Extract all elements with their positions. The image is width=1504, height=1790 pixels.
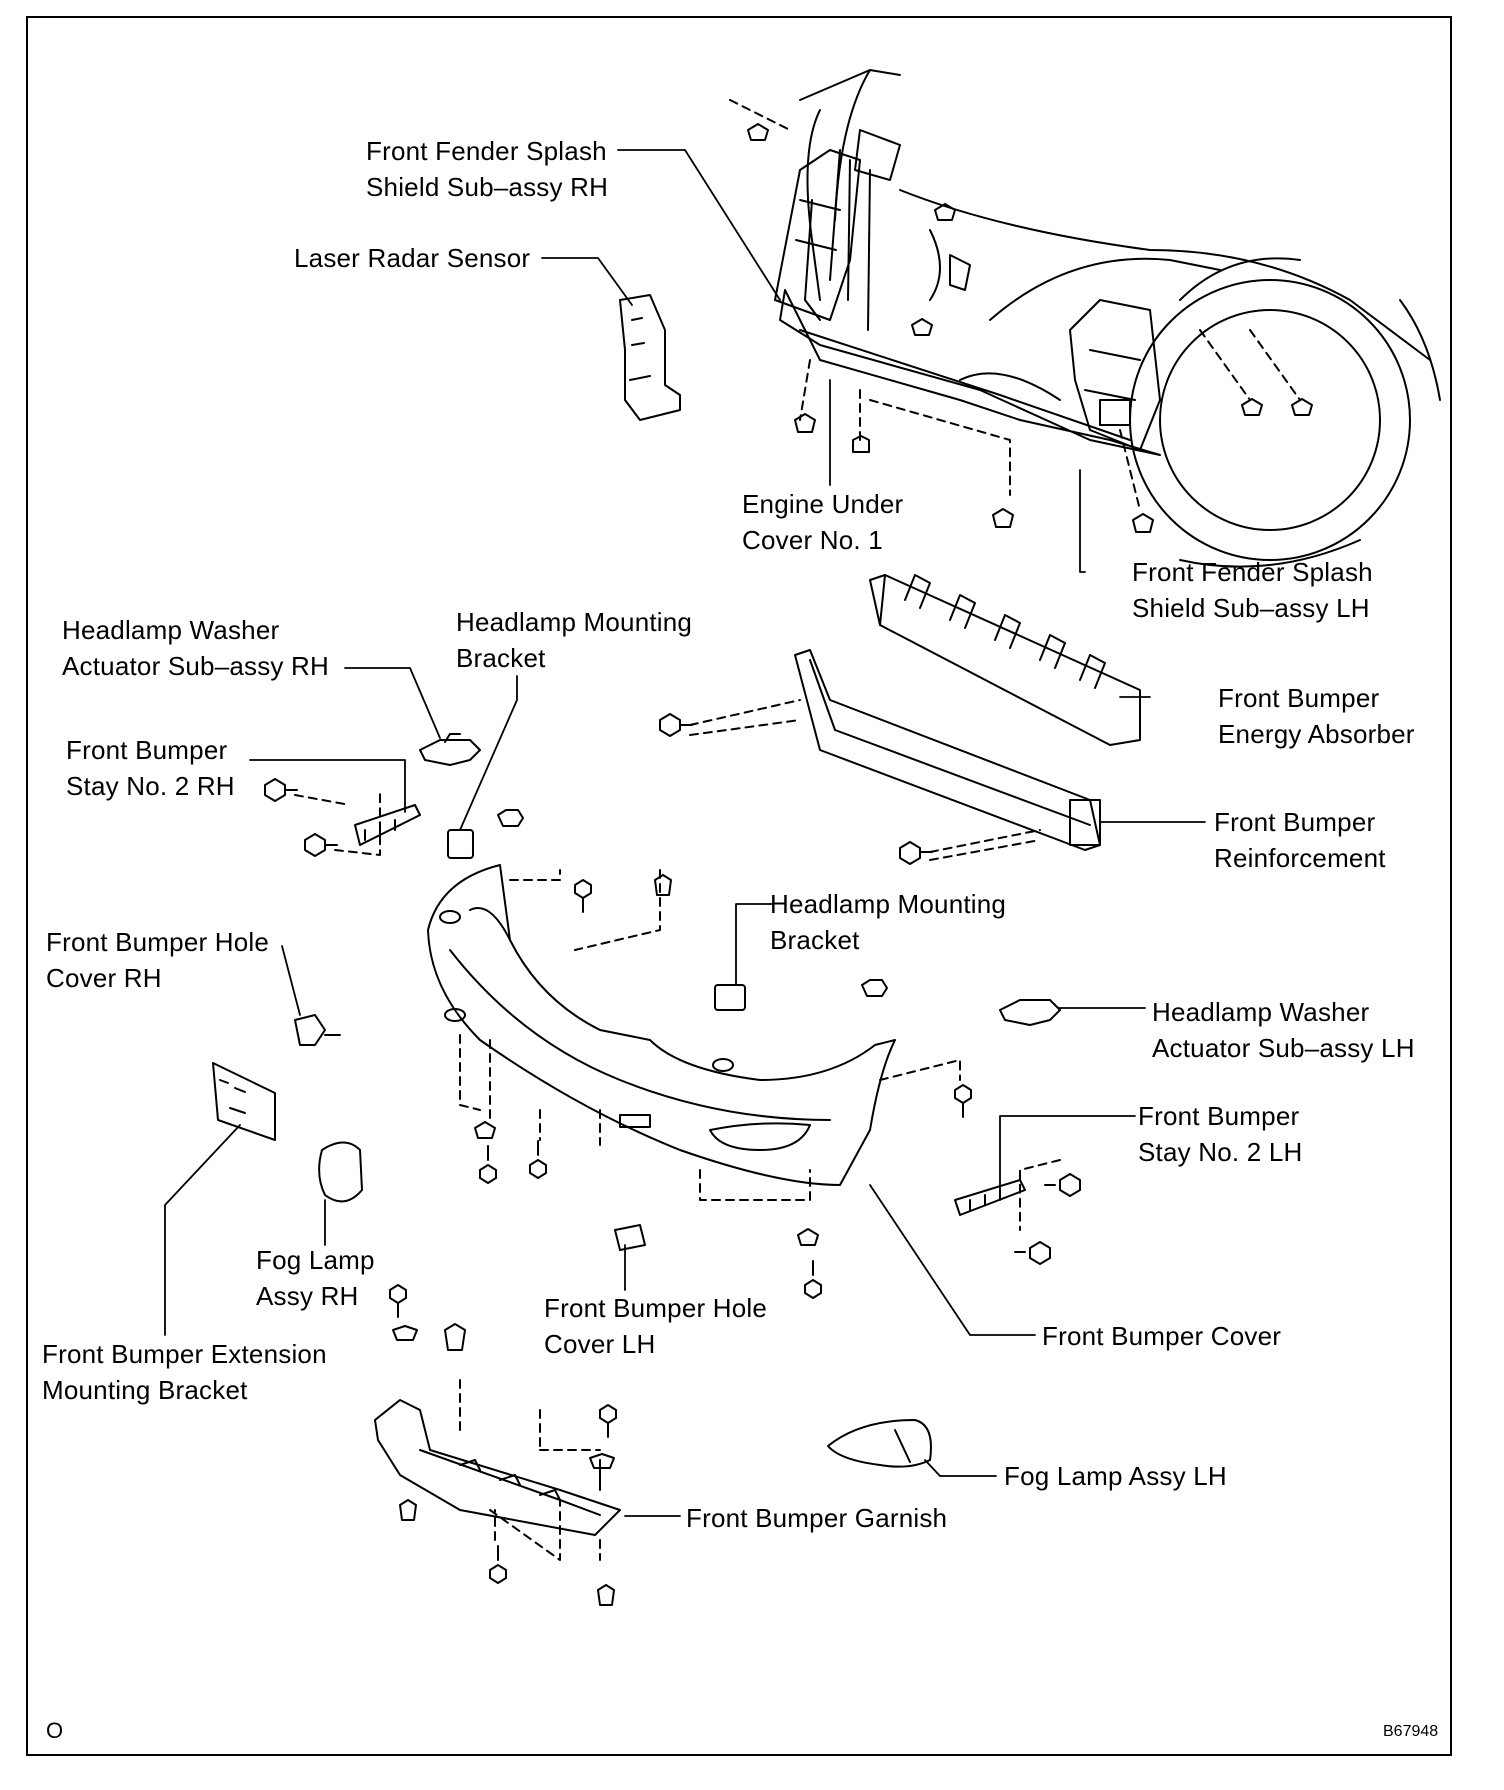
clips-top <box>747 123 1313 533</box>
label-front-bumper-hole-cover-rh: Front Bumper Hole Cover RH <box>46 927 270 993</box>
clips-bottom <box>392 874 819 1606</box>
label-front-bumper-stay-rh: Front Bumper Stay No. 2 RH <box>66 735 235 801</box>
hole-cover-shapes <box>294 1014 646 1251</box>
leader-lines <box>164 149 1206 1517</box>
label-headlamp-washer-actuator-rh: Headlamp Washer Actuator Sub–assy RH <box>62 615 330 681</box>
fog-lamp-lh-shape <box>827 1419 932 1468</box>
energy-absorber-shape <box>869 574 1141 746</box>
dashed-guides-middle <box>294 699 1061 1561</box>
headlamp-washer-rh-shape <box>419 733 481 766</box>
fog-lamp-rh-shape <box>318 1141 363 1203</box>
dashed-guides-top <box>729 99 1301 511</box>
label-front-bumper-reinforcement: Front Bumper Reinforcement <box>1214 807 1386 873</box>
label-front-bumper-cover: Front Bumper Cover <box>1042 1321 1282 1351</box>
diagram-frame <box>26 16 1452 1756</box>
splash-shield-rh-shape <box>774 149 861 321</box>
extension-bracket-shape <box>212 1062 276 1141</box>
label-headlamp-washer-actuator-lh: Headlamp Washer Actuator Sub–assy LH <box>1152 997 1415 1063</box>
splash-shield-lh-shape <box>1069 299 1161 451</box>
laser-radar-sensor-shape <box>619 294 681 421</box>
figure-code: B67948 <box>1383 1723 1439 1740</box>
label-front-fender-splash-shield-lh: Front Fender Splash Shield Sub–assy LH <box>1132 557 1373 623</box>
label-headlamp-mounting-bracket-lower: Headlamp Mounting Bracket <box>770 889 1007 955</box>
bumper-stay-lh-shape <box>954 1179 1026 1216</box>
headlamp-bracket-shapes <box>447 809 888 1011</box>
label-front-bumper-hole-cover-lh: Front Bumper Hole Cover LH <box>544 1293 768 1359</box>
bumper-stay-rh-shape <box>354 804 421 846</box>
headlamp-washer-lh-shape <box>999 999 1061 1026</box>
label-front-bumper-extension-bracket: Front Bumper Extension Mounting Bracket <box>42 1339 327 1405</box>
label-laser-radar-sensor: Laser Radar Sensor <box>294 243 531 273</box>
corner-mark: O <box>46 1718 64 1743</box>
label-fog-lamp-assy-rh: Fog Lamp Assy RH <box>256 1245 375 1311</box>
bumper-garnish-shape <box>374 1399 621 1536</box>
label-front-bumper-garnish: Front Bumper Garnish <box>686 1503 948 1533</box>
reinforcement-shape <box>794 649 1101 851</box>
label-fog-lamp-assy-lh: Fog Lamp Assy LH <box>1004 1461 1227 1491</box>
bolts <box>264 713 1081 1584</box>
engine-under-cover-shape <box>779 289 1161 456</box>
label-front-bumper-stay-lh: Front Bumper Stay No. 2 LH <box>1138 1101 1303 1167</box>
label-front-fender-splash-shield-rh: Front Fender Splash Shield Sub–assy RH <box>366 136 609 202</box>
label-front-bumper-energy-absorber: Front Bumper Energy Absorber <box>1218 683 1415 749</box>
bumper-cover-shape <box>427 864 896 1186</box>
label-headlamp-mounting-bracket-upper: Headlamp Mounting Bracket <box>456 607 693 673</box>
label-engine-under-cover: Engine Under Cover No. 1 <box>742 489 904 555</box>
